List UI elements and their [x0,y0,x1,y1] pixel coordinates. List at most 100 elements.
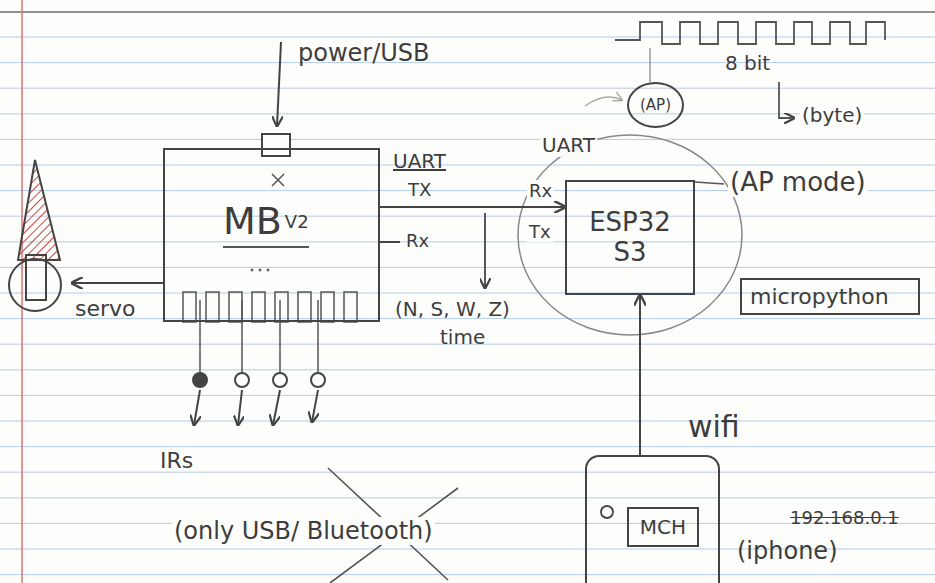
ruled-line [0,421,935,422]
pin [344,292,357,322]
pin-header [183,292,357,322]
sensor-arrow [238,390,242,425]
dot [267,269,270,272]
board-dots [251,269,270,272]
address-label: 192.168.0.1 [790,507,899,528]
signal-label: 8 bit [725,51,770,75]
connector-arrow [72,282,163,284]
text-group: micropython [750,284,889,309]
ruled-line [0,88,935,89]
dot [251,269,254,272]
pin [206,292,219,322]
mainboard-box: MBV2 [163,148,380,322]
label-holder: 8 bit [725,52,770,75]
edge-label: wifi [688,409,740,444]
pin [252,292,265,322]
ruled-line [0,216,935,217]
firmware-label: micropython [750,284,889,309]
text-group: MCH [640,516,686,539]
text-group: (AP) [640,95,671,114]
phone-outline: MCH(iphone) [585,455,720,583]
app-label: MCH [640,515,686,539]
bus-label: UART [540,133,597,157]
circle-shape [628,83,683,127]
sensor-wire [200,300,318,373]
label-holder: TX [408,180,431,201]
message-note: (N, S, W, Z) [395,297,510,321]
dot [259,269,262,272]
connector-arrow [639,295,641,455]
ruled-line [0,369,935,370]
servo-horn [9,259,61,311]
label-holder: UART [393,150,446,173]
servo-body [26,255,46,300]
pin [229,292,242,322]
ap-circle: (AP) [627,82,684,128]
mode-leader [695,182,724,184]
esp32-box: ESP32 S3 [565,180,695,295]
mode-label: (AP mode) [728,167,868,197]
sensor-arrow [312,390,318,422]
ruled-line [0,574,935,575]
sensor-arrow [194,390,200,425]
label-holder: (only USB/ Bluetooth) [172,518,435,546]
phone-camera [601,506,613,518]
signal-label: (byte) [800,103,864,127]
ir-sensor [273,373,287,387]
label-holder: time [440,326,485,349]
pin-label: TX [408,179,431,200]
board-name: MB [223,199,282,243]
label-holder: (AP mode) [728,168,868,198]
ruled-line [0,139,935,140]
app-box: MCH [627,507,699,547]
label-holder: Rx [406,231,429,252]
byte-arrow [779,82,794,118]
pin [298,292,311,322]
faint-arrow [585,97,622,106]
focus-circle [518,135,742,335]
ir-sensor [311,373,325,387]
servo-arm [18,160,60,260]
ruled-line [0,446,935,447]
power-label: power/USB [298,39,430,67]
label-holder: 192.168.0.1 [790,508,899,529]
label-holder: UART [540,134,597,157]
ir-sensor [193,373,207,387]
text-group: ESP32 S3 [584,208,676,268]
ir-sensor [235,373,249,387]
connection-note: (only USB/ Bluetooth) [172,517,435,545]
label-holder: power/USB [298,40,430,68]
pin-label: Rx [527,180,554,201]
pin [275,292,288,322]
margin-line [21,0,23,583]
ap-stem [649,48,651,82]
label-holder: (byte) [800,104,864,127]
sensor-label: IRs [160,448,193,473]
label-holder: Rx [527,181,554,202]
text-group: servo [75,296,139,321]
ruled-line [0,395,935,396]
cross-mark [272,174,284,186]
message-arrow [484,213,486,288]
connector-arrow [380,206,565,208]
ruled-line [0,62,935,63]
sensor-arrow [273,390,280,425]
label-holder: (N, S, W, Z) [395,298,510,321]
pin-label: Rx [406,230,429,251]
power-arrow [277,42,281,126]
servo-drawing [8,155,72,320]
device-label: (iphone) [737,537,838,565]
ruled-line [0,472,935,473]
ruled-line [0,241,935,242]
ruled-line [0,267,935,268]
label-holder: IRs [160,448,193,473]
label-holder: Tx [527,222,553,243]
rx-wire [380,241,400,243]
serial-waveform [615,22,885,44]
usb-connector [262,134,290,156]
board-version: V2 [285,211,309,232]
pin-label: Tx [527,221,553,242]
micropython-box: micropython [740,278,920,315]
